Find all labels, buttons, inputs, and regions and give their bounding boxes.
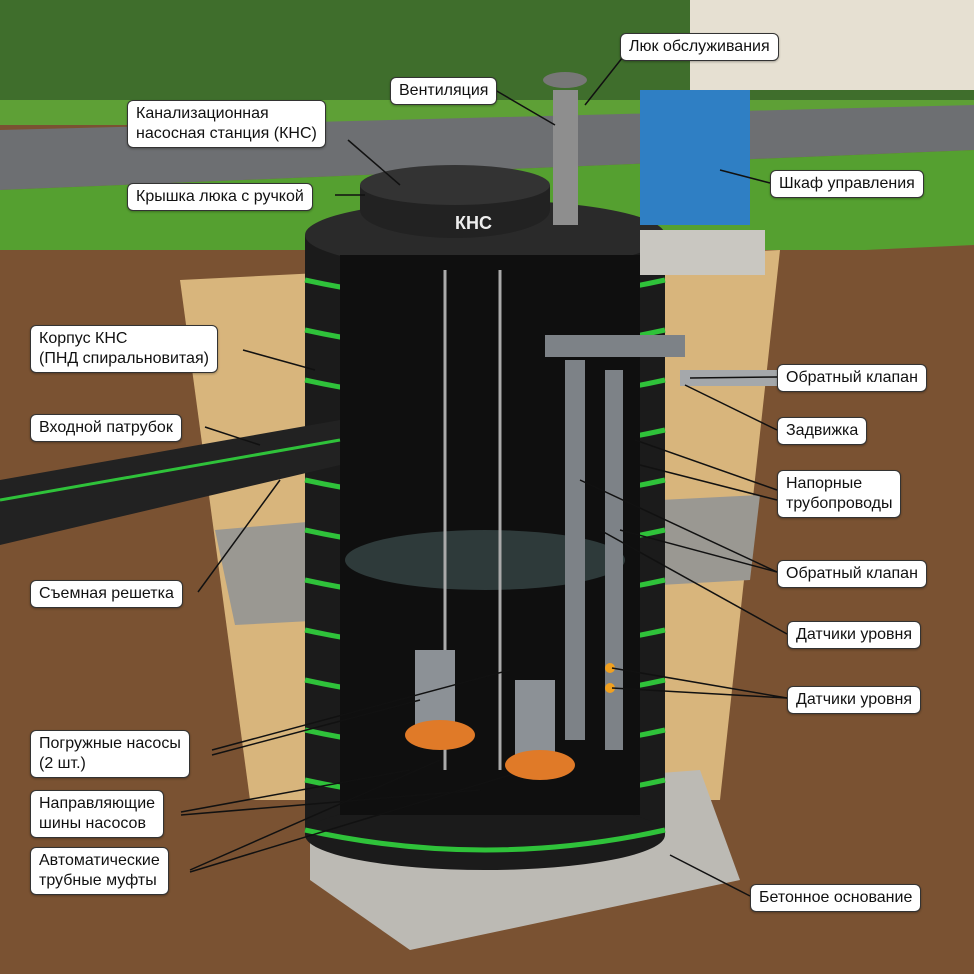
label-removable-grate: Съемная решетка (30, 580, 183, 608)
level-sensor (605, 663, 615, 673)
label-pumps: Погружные насосы (2 шт.) (30, 730, 190, 778)
label-body: Корпус КНС (ПНД спиральновитая) (30, 325, 218, 373)
label-check-valve-top: Обратный клапан (777, 364, 927, 392)
label-station: Канализационная насосная станция (КНС) (127, 100, 326, 148)
lid-marking: КНС (455, 213, 492, 233)
control-cabinet (640, 90, 750, 225)
cabinet-plinth (640, 230, 765, 275)
label-concrete-base: Бетонное основание (750, 884, 922, 912)
label-gate-valve: Задвижка (777, 417, 868, 445)
label-guide-rails: Направляющие шины насосов (30, 790, 165, 838)
label-couplings: Автоматические трубные муфты (30, 847, 169, 895)
vent-pipe (553, 90, 578, 225)
label-inlet-pipe: Входной патрубок (30, 414, 182, 442)
pump-right (505, 680, 575, 780)
label-service-hatch: Люк обслуживания (620, 33, 779, 61)
label-ventilation: Вентиляция (390, 77, 498, 105)
label-level-sensors-2: Датчики уровня (787, 686, 921, 714)
pump-left (405, 650, 475, 750)
label-check-valve-bottom: Обратный клапан (777, 560, 927, 588)
label-level-sensors-1: Датчики уровня (787, 621, 921, 649)
label-control-cabinet: Шкаф управления (770, 170, 924, 198)
leader-lines (180, 47, 788, 897)
label-lid-handle: Крышка люка с ручкой (127, 183, 313, 211)
inlet-pipe (0, 420, 340, 545)
label-pressure-pipes: Напорные трубопроводы (777, 470, 902, 518)
water (345, 530, 625, 590)
pressure-pipe (565, 360, 585, 740)
gravel (215, 520, 330, 625)
